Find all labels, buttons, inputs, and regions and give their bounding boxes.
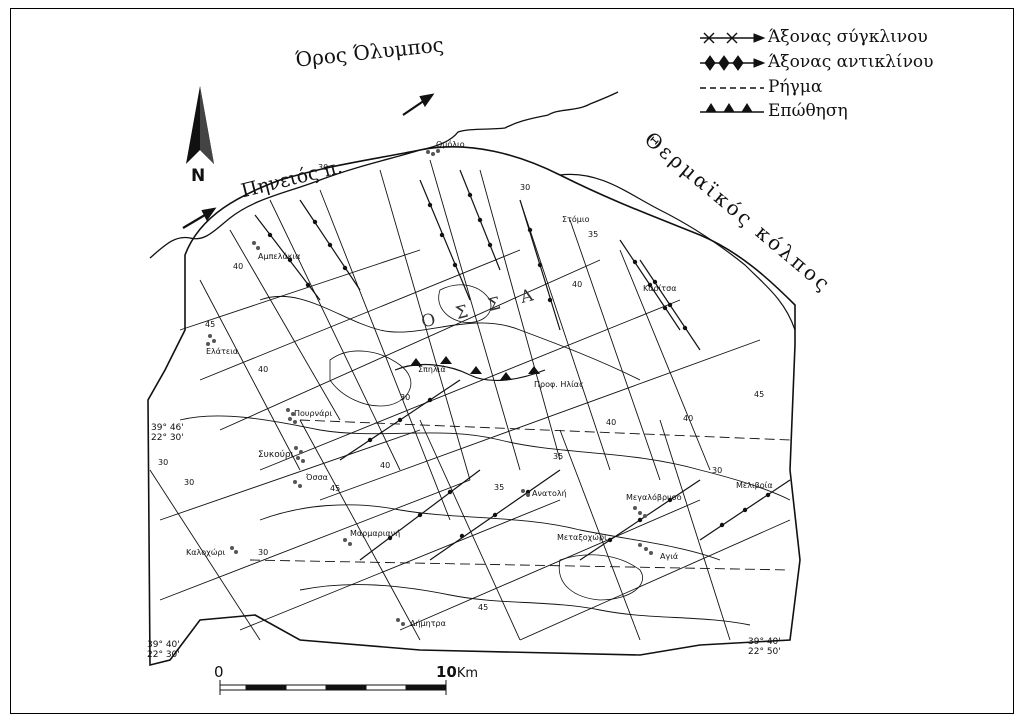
place-stomio: Στόμιο [562,215,590,224]
dip-20: 30 [712,466,723,475]
place-anatoli: Ανατολή [532,489,567,498]
place-spilia: Σπηλιά [418,365,446,374]
place-dimitra: Δήμητρα [410,619,446,628]
dip-14: 40 [380,461,391,470]
place-agia: Αγιά [660,552,679,561]
dip-10: 40 [606,418,617,427]
coord-sw-lat: 39° 40' [147,640,180,650]
dip-18: 40 [683,414,694,423]
map-frame [10,8,1014,714]
flow-arrow-icons [182,93,435,229]
dip-04: 40 [258,365,269,374]
dip-03: 45 [205,320,216,329]
scale-bar [219,680,447,695]
legend-fault-label: Ρήγμα [768,77,823,97]
dip-12: 30 [158,458,169,467]
scale-unit: Km [456,666,479,681]
dip-01: 30 [318,163,329,172]
coord-sw-lon: 22° 30' [147,650,180,660]
legend-thrust-label: Επώθηση [768,101,848,121]
place-melivoia: Μελιβοία [736,481,773,490]
north-label: N [191,166,206,186]
dip-16: 35 [494,483,505,492]
place-megalovryso: Μεγαλόβρυσο [626,493,682,502]
coord-nw-lon: 22° 30' [151,433,184,443]
lithology-contact-2 [179,415,791,501]
scale-start-label: 0 [214,663,224,681]
lithology-contact-5 [329,350,412,407]
place-profilias: Προφ. Ηλίας [534,380,584,389]
dip-17: 30 [258,548,269,557]
coastline [559,173,796,331]
legend-symbols [700,32,766,113]
place-karitsa: Καρίτσα [643,284,677,293]
coord-nw-lat: 39° 46' [151,423,184,433]
dip-19: 45 [478,603,489,612]
pineios-river [149,91,619,259]
lithology-contact-7 [438,284,492,323]
place-ossa: Όσσα [306,473,328,482]
place-pournari: Πουρνάρι [294,409,333,418]
place-metaxochori: Μεταξοχώρι [557,533,607,542]
region-boundary [147,146,801,667]
dip-15: 30 [184,478,195,487]
place-omolio: Ομόλιο [436,140,465,149]
coord-se-lat: 39° 40' [748,637,781,647]
coord-se-lon: 22° 50' [748,647,781,657]
anticline-markers [267,192,771,543]
dip-05: 30 [520,183,531,192]
place-marmariani: Μαρμαριανή [350,529,401,538]
dip-06: 35 [588,230,599,239]
fault-lines [149,159,791,641]
dip-11: 35 [553,452,564,461]
dip-09: 30 [400,393,411,402]
dip-07: 40 [572,280,583,289]
place-ampelakia: Αμπελάκια [258,252,301,261]
legend-syncline-label: Άξονας σύγκλινου [768,27,928,47]
place-elateia: Ελάτεια [206,347,239,356]
place-kalochori: Καλοχώρι [186,548,226,557]
legend-anticline-label: Άξονας αντικλίνου [768,52,934,72]
dip-08: 45 [754,390,765,399]
north-arrow-icon [186,86,214,164]
scale-end-label: 10Km [436,663,478,681]
lithology-contact-4 [299,584,751,626]
village-dots [206,149,653,626]
scale-end-value: 10 [436,663,457,681]
place-sykouri: Συκούρι [258,450,294,460]
lithology-contact-6 [558,554,643,601]
dip-02: 40 [233,262,244,271]
thrust-teeth [410,356,540,380]
dip-13: 45 [330,484,341,493]
